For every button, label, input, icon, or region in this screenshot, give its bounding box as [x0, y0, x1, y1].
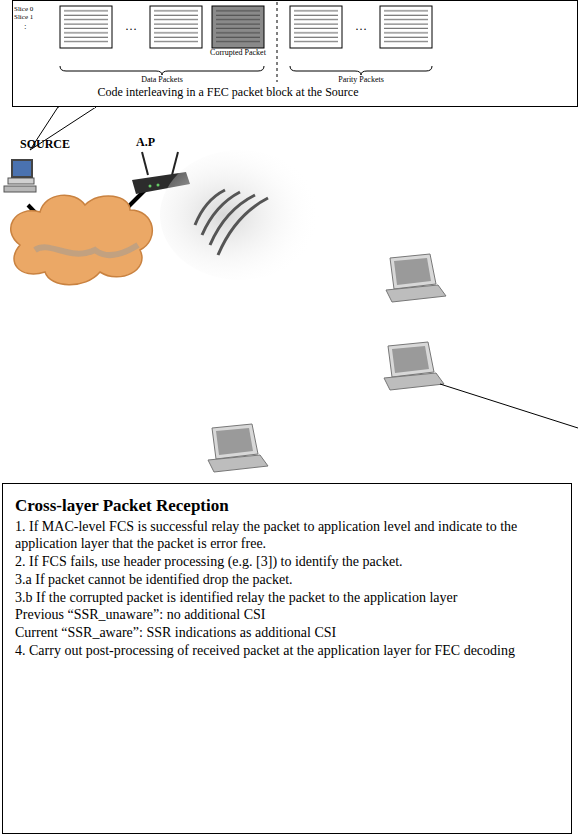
radio-waves	[195, 190, 268, 255]
step-text: 4. Carry out post-processing of received…	[15, 643, 561, 660]
leader-line	[440, 384, 578, 428]
device-label: A.P	[136, 136, 155, 149]
step-text: 3.a If packet cannot be identified drop …	[15, 572, 561, 589]
step-text: 1. If MAC-level FCS is successful relay …	[15, 519, 561, 553]
device-label: SOURCE	[20, 138, 70, 151]
network-illustration	[4, 150, 578, 472]
block-label: Corrupted Packet	[210, 49, 266, 58]
laptop-icon	[386, 254, 446, 302]
slice-label: Slice 1	[14, 14, 33, 22]
step-text: Previous “SSR_unaware”: no additional CS…	[15, 607, 561, 624]
network-cloud	[11, 195, 153, 285]
step-text: 3.b If the corrupted packet is identifie…	[15, 590, 561, 607]
slice-dots: :	[24, 22, 27, 32]
group-label: Parity Packets	[338, 76, 384, 85]
step-text: 2. If FCS fails, use header processing (…	[15, 554, 561, 571]
computer-icon	[4, 160, 36, 192]
packet-blocks	[60, 2, 432, 82]
callout-caption: Code interleaving in a FEC packet block …	[13, 85, 443, 99]
ellipsis: …	[125, 20, 137, 33]
steps-panel: Cross-layer Packet Reception 1. If MAC-le…	[2, 483, 572, 834]
ellipsis: …	[355, 20, 367, 33]
panel-heading: Cross-layer Packet Reception	[15, 496, 561, 516]
laptop-icon	[384, 342, 444, 390]
slice-label: Slice 0	[14, 6, 33, 14]
step-text: Current “SSR_aware”: SSR indications as …	[15, 625, 561, 642]
laptop-icon	[208, 424, 268, 472]
group-label: Data Packets	[141, 76, 183, 85]
callout-box: Code interleaving in a FEC packet block …	[12, 0, 578, 107]
